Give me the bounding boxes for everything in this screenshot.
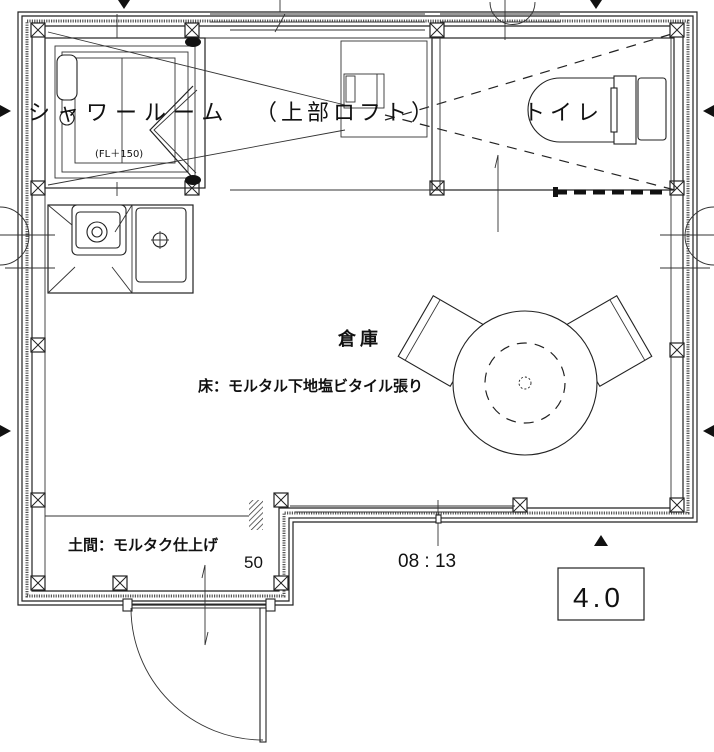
side-windows[interactable]: [0, 206, 714, 269]
section-arrow-icon: [0, 425, 11, 437]
kitchen-counter: [47, 204, 194, 294]
entrance: [45, 500, 276, 743]
post-icon: [669, 497, 685, 513]
ladder-box: [340, 40, 428, 138]
post-icon: [429, 180, 445, 196]
room-label-shower: シャワールーム: [28, 101, 230, 126]
bottom-window[interactable]: [290, 500, 515, 546]
post-icon: [184, 22, 200, 38]
entrance-door[interactable]: [259, 607, 267, 743]
entrance-floor-spec: 土間：モルタク仕上げ: [68, 536, 219, 554]
scale-box: [557, 567, 645, 621]
loft-outline: [47, 29, 676, 191]
shower-floor-level: (FL＋150): [95, 149, 143, 160]
chair-left: [397, 294, 486, 388]
storage-floor-spec: 床：モルタル下地塩ビタイル張り: [198, 377, 423, 395]
door-hinge-icon: [185, 37, 201, 47]
table-and-chairs: [397, 294, 653, 456]
post-icon: [30, 492, 46, 508]
section-arrow-icon: [118, 0, 130, 9]
section-markers: [0, 0, 714, 546]
north-arrow-icon: [594, 535, 608, 546]
section-arrow-icon: [703, 425, 714, 437]
shower-fixture-icon: [56, 54, 78, 101]
scale-value: 4.0: [573, 582, 624, 613]
window-dimension: 08 : 13: [398, 551, 456, 572]
section-arrow-icon: [0, 105, 11, 117]
section-arrow-icon: [590, 0, 602, 9]
door-swing-arc: [130, 607, 264, 741]
step-height-dimension: 50: [244, 553, 263, 572]
post-icon: [112, 575, 128, 591]
post-icon: [30, 22, 46, 38]
post-icon: [273, 492, 289, 508]
post-icon: [512, 497, 528, 513]
post-icon: [669, 22, 685, 38]
room-label-storage: 倉庫: [337, 328, 382, 350]
structural-posts: [30, 22, 685, 591]
post-icon: [273, 575, 289, 591]
round-table: [452, 310, 598, 456]
top-window[interactable]: [210, 0, 560, 40]
section-arrow-icon: [703, 105, 714, 117]
toilet-tank-icon: [637, 77, 667, 141]
post-icon: [30, 180, 46, 196]
loft-note: （上部ロフト）: [255, 101, 437, 126]
post-icon: [429, 22, 445, 38]
post-icon: [30, 575, 46, 591]
toilet-room: [431, 37, 675, 232]
shower-room: [44, 14, 206, 196]
shower-head-icon: [59, 110, 75, 126]
post-icon: [669, 180, 685, 196]
toilet-bowl-icon: [527, 77, 621, 143]
room-label-toilet: トイレ: [523, 101, 604, 126]
post-icon: [30, 337, 46, 353]
post-icon: [669, 342, 685, 358]
